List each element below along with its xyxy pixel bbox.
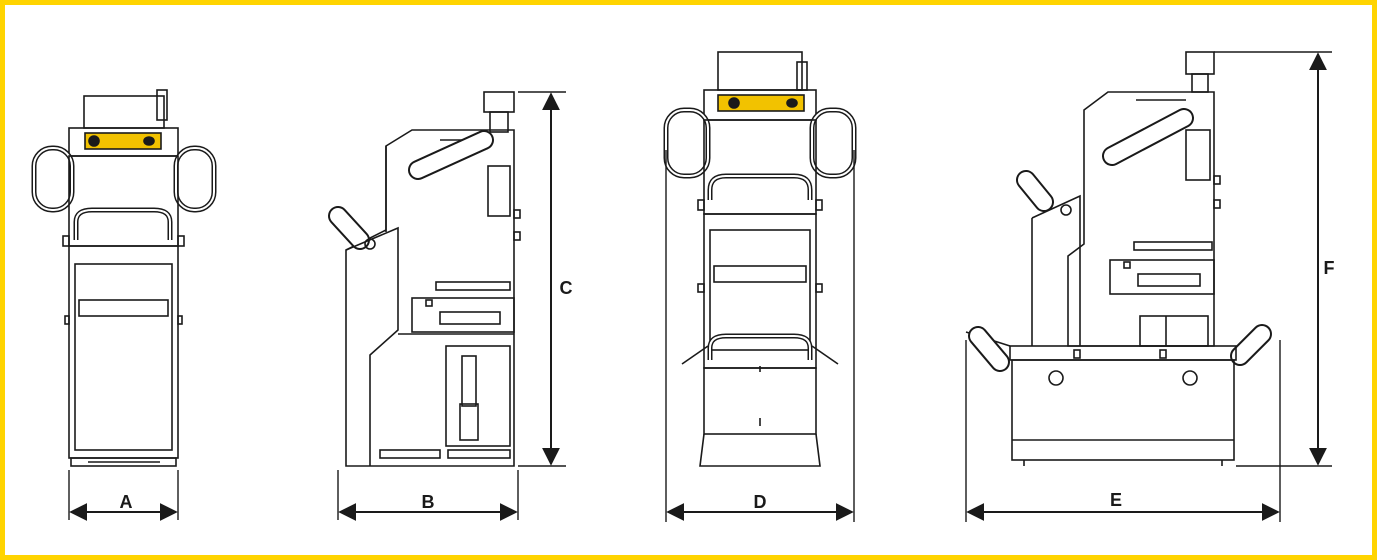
dimension-label-b: B	[422, 492, 435, 512]
front-view-closed	[31, 89, 217, 467]
warning-label	[717, 94, 805, 112]
front-view-open	[663, 51, 857, 467]
dimension-label-f: F	[1324, 258, 1335, 278]
handle-left	[31, 145, 75, 213]
handle-right	[173, 145, 217, 213]
dimension-label-d: D	[754, 492, 767, 512]
dimension-label-a: A	[120, 492, 133, 512]
side-view-closed	[328, 91, 521, 467]
side-view-open	[965, 51, 1272, 466]
dimension-label-e: E	[1110, 490, 1122, 510]
dimension-label-c: C	[560, 278, 573, 298]
warning-label	[84, 132, 162, 150]
dimension-lines	[68, 51, 1332, 522]
